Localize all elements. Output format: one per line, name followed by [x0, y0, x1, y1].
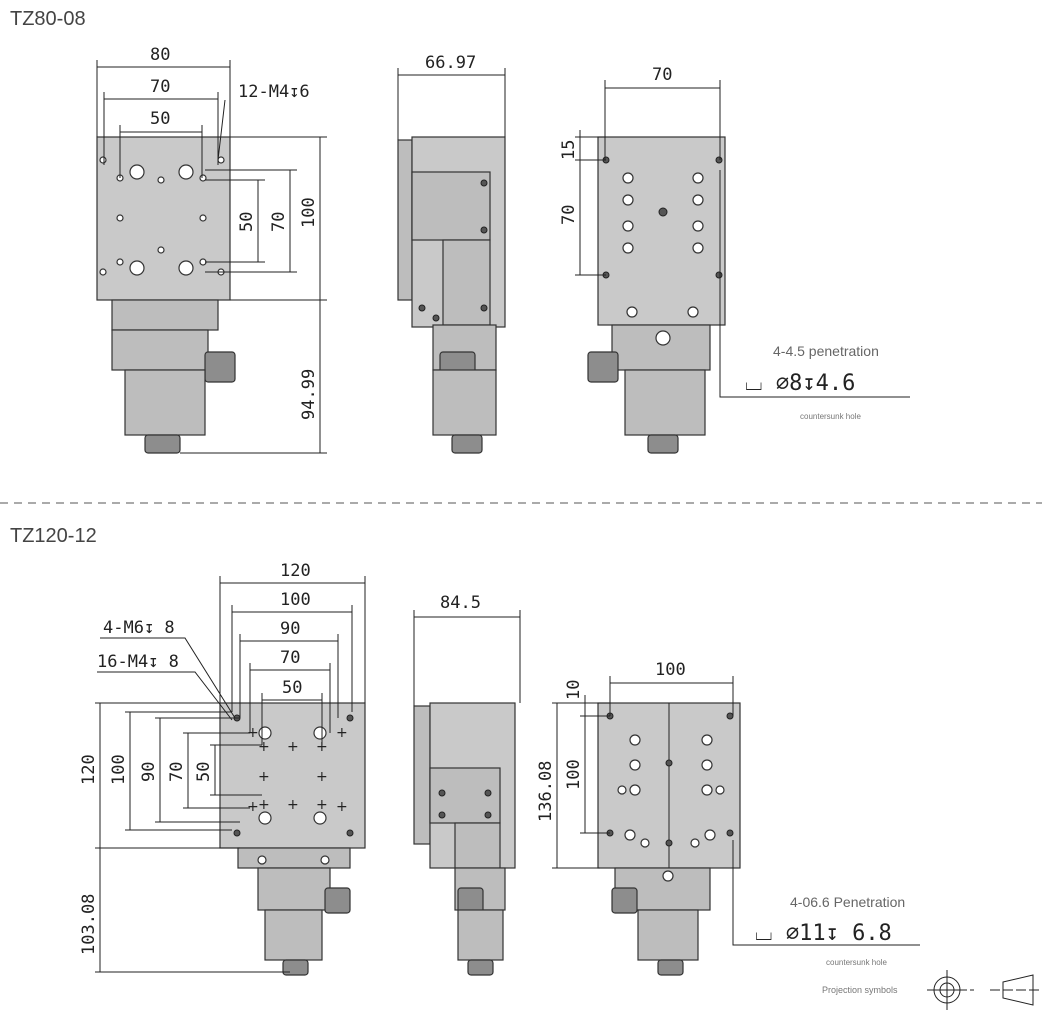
svg-text:+: + — [336, 725, 348, 741]
svg-text:+: + — [258, 797, 270, 813]
dim-v-100: 100 — [299, 197, 319, 228]
dim-back-136-08: 136.08 — [536, 761, 556, 822]
dim-70: 70 — [280, 648, 300, 668]
tz120-front-view: +++++ ++ +++++ — [219, 702, 366, 976]
dim-v-100: 100 — [109, 754, 129, 785]
projection-circle-symbol — [927, 970, 974, 1010]
tz120-front-dimensions — [95, 576, 366, 973]
dim-back-v-70: 70 — [559, 205, 579, 225]
dim-70: 70 — [150, 77, 170, 97]
dim-back-15: 15 — [559, 140, 579, 160]
dim-v-70: 70 — [269, 212, 289, 232]
projection-cone-symbol — [990, 974, 1040, 1006]
dim-v-50: 50 — [237, 212, 257, 232]
model-title: TZ120-12 — [10, 525, 97, 547]
dim-84-5: 84.5 — [440, 593, 481, 613]
svg-text:+: + — [316, 769, 328, 785]
model-title: TZ80-08 — [10, 8, 86, 30]
callout-title: 4-06.6 Penetration — [790, 894, 905, 910]
dim-50: 50 — [282, 678, 302, 698]
callout-title: 4-4.5 penetration — [773, 343, 879, 359]
dim-v-70: 70 — [167, 762, 187, 782]
callout-spec: ⌴ ⌀8↧4.6 — [745, 371, 855, 396]
dim-v-103-08: 103.08 — [79, 894, 99, 955]
dim-90: 90 — [280, 619, 300, 639]
dim-v-50: 50 — [194, 762, 214, 782]
dim-120: 120 — [280, 561, 311, 581]
tz80-side-view — [397, 136, 506, 454]
dim-v-90: 90 — [139, 762, 159, 782]
thread-spec: 12-M4↧6 — [238, 82, 310, 102]
svg-text:+: + — [287, 739, 299, 755]
dim-v-120: 120 — [79, 754, 99, 785]
dim-80: 80 — [150, 45, 170, 65]
svg-text:+: + — [258, 769, 270, 785]
svg-text:+: + — [258, 739, 270, 755]
callout-caption: countersunk hole — [800, 412, 861, 421]
projection-label: Projection symbols — [822, 985, 898, 995]
svg-text:+: + — [247, 799, 259, 815]
dim-100: 100 — [280, 590, 311, 610]
thread-spec-m4: 16-M4↧ 8 — [97, 652, 179, 672]
tz80-front-view — [96, 136, 236, 454]
thread-spec-m6: 4-M6↧ 8 — [103, 618, 175, 638]
dim-66-97: 66.97 — [425, 53, 476, 73]
tz120-back-view — [597, 702, 741, 976]
svg-text:+: + — [316, 739, 328, 755]
dim-back-70: 70 — [652, 65, 672, 85]
tz80-back-view — [587, 136, 726, 454]
dim-back-v-100: 100 — [564, 759, 584, 790]
tz80-front-dimensions — [96, 60, 327, 454]
dim-v-94-99: 94.99 — [299, 369, 319, 420]
dim-50: 50 — [150, 109, 170, 129]
svg-text:+: + — [287, 797, 299, 813]
callout-spec: ⌴ ⌀11↧ 6.8 — [755, 921, 892, 946]
svg-text:+: + — [247, 725, 259, 741]
dim-back-100: 100 — [655, 660, 686, 680]
svg-text:+: + — [336, 799, 348, 815]
svg-text:+: + — [316, 797, 328, 813]
dim-back-10: 10 — [564, 680, 584, 700]
callout-caption: countersunk hole — [826, 958, 887, 967]
tz120-side-view — [413, 702, 516, 976]
